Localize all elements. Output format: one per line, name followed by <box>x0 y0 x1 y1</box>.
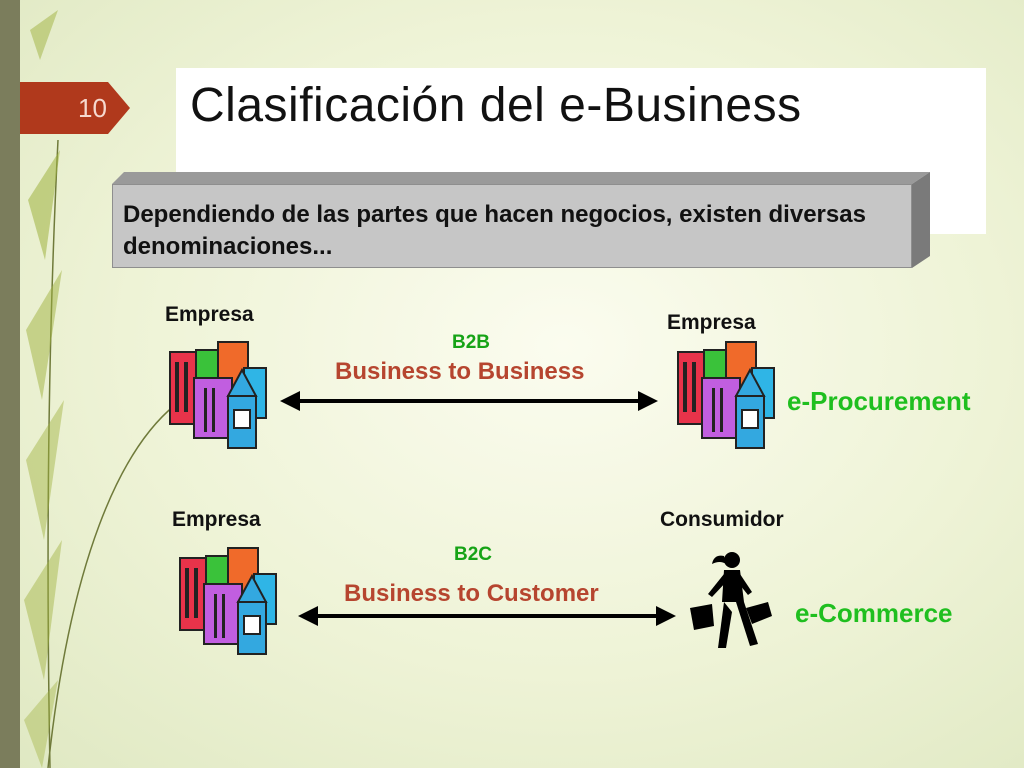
buildings-icon <box>677 341 775 449</box>
b2c-right-label: Consumidor <box>660 508 784 531</box>
b2c-name: Business to Customer <box>344 580 599 607</box>
b2b-name: Business to Business <box>335 358 585 385</box>
slide-number: 10 <box>20 82 130 134</box>
b2b-code: B2B <box>452 332 491 353</box>
buildings-icon <box>179 547 277 655</box>
b2b-double-arrow <box>280 391 658 411</box>
b2c-left-label: Empresa <box>172 508 261 531</box>
left-band <box>0 0 20 768</box>
subtitle-box: Dependiendo de las partes que hacen nego… <box>112 184 912 268</box>
b2c-double-arrow <box>298 606 676 626</box>
b2c-code: B2C <box>454 544 493 565</box>
slide-title: Clasificación del e-Business <box>190 79 802 132</box>
buildings-icon <box>169 341 267 449</box>
shopper-icon <box>690 552 772 648</box>
b2b-right-label: Empresa <box>667 311 756 334</box>
b2b-tag: e-Procurement <box>787 386 971 416</box>
b2c-tag: e-Commerce <box>795 598 953 628</box>
subtitle-bevel <box>112 172 930 268</box>
decorative-lines <box>24 10 176 768</box>
b2b-left-label: Empresa <box>165 303 254 326</box>
